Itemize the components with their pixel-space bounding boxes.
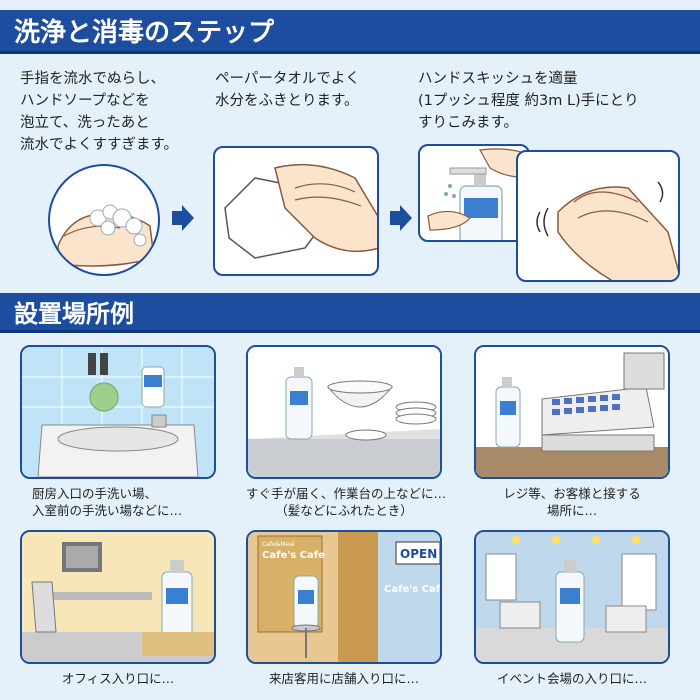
event-venue-illustration (474, 530, 670, 664)
step-3-line: ハンドスキッシュを適量 (418, 71, 578, 87)
store-entrance-illustration: Cafe&Meal Cafe's Cafe OPEN Cafe's Cafe (246, 530, 442, 664)
section-title-text: 設置場所例 (14, 300, 134, 328)
caption-line: 厨房入口の手洗い場、 (32, 486, 158, 501)
caption-line: 来店客用に店舗入り口に… (268, 671, 419, 686)
section-title-steps: 洗浄と消毒のステップ (0, 10, 700, 54)
example-caption: 来店客用に店舗入り口に… (246, 670, 442, 687)
step-2-text: ペーパータオルでよく 水分をふきとります。 (215, 68, 360, 112)
step-1-line: ハンドソープなどを (20, 93, 150, 109)
step-1-text: 手指を流水でぬらし、 ハンドソープなどを 泡立て、洗ったあと 流水でよくすすぎま… (20, 68, 178, 156)
example-caption: オフィス入り口に… (20, 670, 216, 687)
example-office: オフィス入り口に… (20, 530, 216, 687)
step-2-line: 水分をふきとります。 (215, 93, 359, 109)
open-sign: OPEN (400, 547, 437, 561)
caption-line: （髪などにふれたとき） (275, 503, 413, 518)
register-illustration (474, 345, 670, 479)
paper-towel-illustration (213, 146, 379, 276)
step-1-line: 手指を流水でぬらし、 (20, 71, 165, 87)
step-3-line: すりこみます。 (418, 115, 519, 131)
step-3-line: (1プッシュ程度 約3m L)手にとり (418, 93, 639, 109)
example-register: レジ等、お客様と接する 場所に… (474, 345, 670, 519)
example-event-venue: イベント会場の入り口に… (474, 530, 670, 687)
caption-line: イベント会場の入り口に… (496, 671, 647, 686)
example-kitchen-sink: 厨房入口の手洗い場、 入室前の手洗い場などに… (20, 345, 216, 519)
arrow-right-icon (172, 205, 194, 231)
caption-line: すぐ手が届く、作業台の上などに… (246, 486, 447, 501)
caption-line: 場所に… (546, 503, 597, 518)
office-illustration (20, 530, 216, 664)
arrow-right-icon (390, 205, 412, 231)
example-caption: 厨房入口の手洗い場、 入室前の手洗い場などに… (20, 485, 216, 519)
rubbing-hands-illustration (516, 150, 680, 282)
step-1-line: 流水でよくすすぎます。 (20, 137, 179, 153)
example-caption: すぐ手が届く、作業台の上などに… （髪などにふれたとき） (246, 485, 447, 519)
step-1-line: 泡立て、洗ったあと (20, 115, 150, 131)
example-caption: レジ等、お客様と接する 場所に… (474, 485, 670, 519)
sanitizer-pump-illustration (418, 144, 530, 242)
example-caption: イベント会場の入り口に… (474, 670, 670, 687)
example-worktable: すぐ手が届く、作業台の上などに… （髪などにふれたとき） (246, 345, 447, 519)
section-title-locations: 設置場所例 (0, 293, 700, 333)
cafe-sign-window: Cafe's Cafe (384, 584, 440, 595)
worktable-illustration (246, 345, 442, 479)
example-store-entrance: Cafe&Meal Cafe's Cafe OPEN Cafe's Cafe 来… (246, 530, 442, 687)
caption-line: レジ等、お客様と接する (503, 486, 641, 501)
caption-line: オフィス入り口に… (61, 671, 175, 686)
caption-line: 入室前の手洗い場などに… (32, 503, 183, 518)
cafe-sign-small: Cafe&Meal (262, 541, 295, 548)
step-2-line: ペーパータオルでよく (215, 71, 360, 87)
section-title-text: 洗浄と消毒のステップ (14, 18, 275, 48)
step-3-text: ハンドスキッシュを適量 (1プッシュ程度 約3m L)手にとり すりこみます。 (418, 68, 639, 134)
kitchen-sink-illustration (20, 345, 216, 479)
cafe-sign: Cafe's Cafe (262, 550, 325, 561)
hand-washing-illustration (48, 164, 160, 276)
